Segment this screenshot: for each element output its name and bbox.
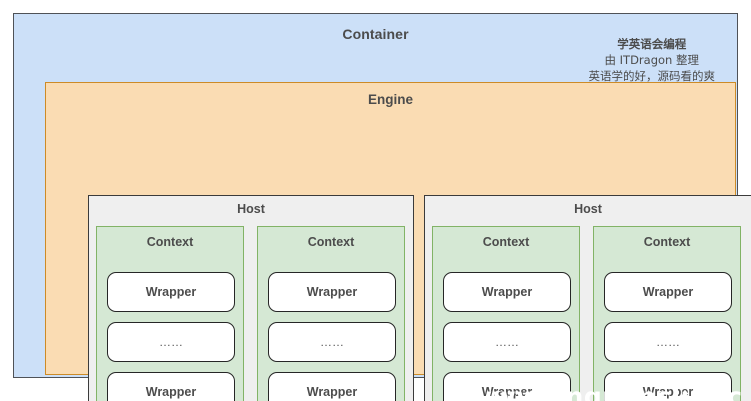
watermark-top: 学英语会编程 由 ITDragon 整理 英语学的好，源码看的爽 <box>589 36 716 84</box>
context-box: Context Wrapper …… Wrapper <box>96 226 244 401</box>
host-label: Host <box>574 202 602 216</box>
container-box: Container 学英语会编程 由 ITDragon 整理 英语学的好，源码看… <box>13 13 751 401</box>
context-box: Context Wrapper …… Wrapper <box>593 226 741 401</box>
wrapper-box: Wrapper <box>268 272 396 312</box>
wrapper-box: Wrapper <box>107 372 235 401</box>
context-box: Context Wrapper …… Wrapper <box>432 226 580 401</box>
wrapper-box: Wrapper <box>604 272 732 312</box>
host-box: Host Context Wrapper …… Wrapper Context … <box>88 195 414 401</box>
engine-label: Engine <box>367 92 413 107</box>
context-box: Context Wrapper …… Wrapper <box>257 226 405 401</box>
wrapper-box: Wrapper <box>268 372 396 401</box>
wrapper-box: Wrapper <box>443 272 571 312</box>
wrapper-box: Wrapper <box>604 372 732 401</box>
wrapper-ellipsis-box: …… <box>268 322 396 362</box>
wrapper-box: Wrapper <box>107 272 235 312</box>
wrapper-ellipsis-box: …… <box>443 322 571 362</box>
watermark-top-line2: 由 ITDragon 整理 <box>604 53 699 67</box>
context-label: Context <box>146 235 194 249</box>
watermark-top-line3: 英语学的好，源码看的爽 <box>588 69 716 83</box>
container-label: Container <box>342 26 409 42</box>
wrapper-ellipsis-box: …… <box>604 322 732 362</box>
engine-box: Engine Host Context Wrapper …… Wrapper C… <box>45 82 751 401</box>
wrapper-ellipsis-box: …… <box>107 322 235 362</box>
context-label: Context <box>482 235 530 249</box>
context-label: Context <box>307 235 355 249</box>
host-box: Host Context Wrapper …… Wrapper Context … <box>424 195 751 401</box>
wrapper-box: Wrapper <box>443 372 571 401</box>
host-label: Host <box>237 202 265 216</box>
context-label: Context <box>643 235 691 249</box>
watermark-bottom: www.anquanclub.c <box>469 382 743 401</box>
watermark-top-line1: 学英语会编程 <box>617 37 687 51</box>
